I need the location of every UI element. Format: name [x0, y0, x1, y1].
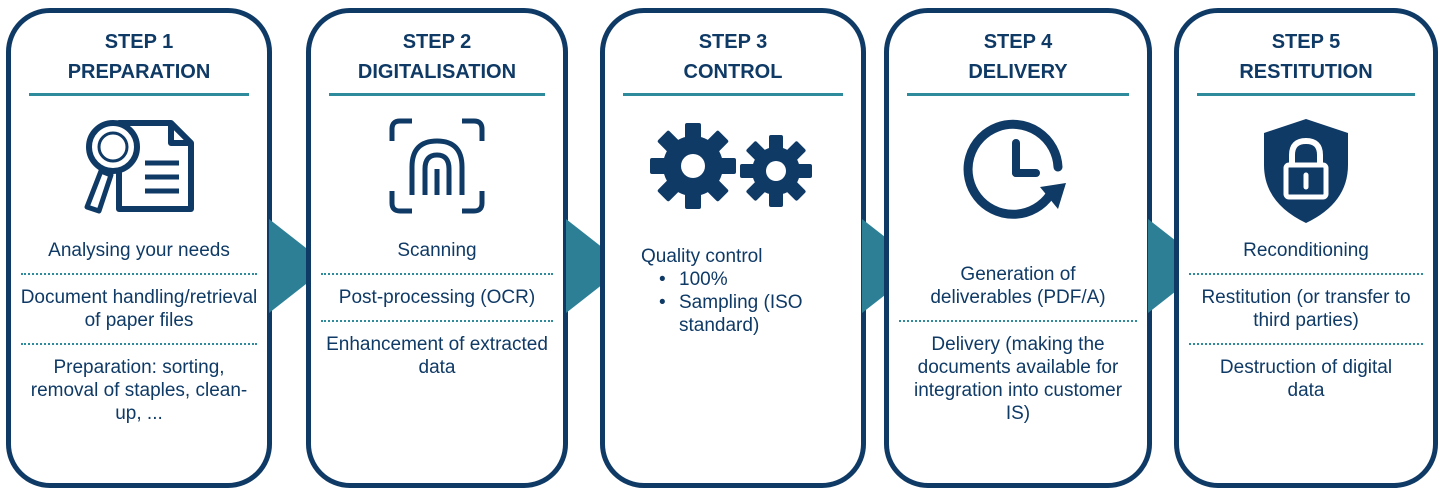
- list-item: Reconditioning: [1243, 240, 1369, 261]
- step-number: STEP 5: [1271, 31, 1341, 53]
- quality-control-block: Quality control 100% Sampling (ISO stand…: [641, 245, 839, 337]
- step-title: PREPARATION: [67, 61, 211, 83]
- quality-control-list: 100% Sampling (ISO standard): [641, 268, 839, 337]
- dotted-divider: [321, 320, 553, 322]
- title-divider: [29, 93, 249, 96]
- step-card-restitution: STEP 5 RESTITUTION Reconditioning Restit…: [1174, 8, 1438, 488]
- quality-control-heading: Quality control: [641, 246, 763, 267]
- step-number: STEP 4: [983, 31, 1053, 53]
- step-2-heading: STEP 2 DIGITALISATION: [311, 27, 563, 87]
- dotted-divider: [899, 320, 1137, 322]
- title-divider: [907, 93, 1129, 96]
- list-item: Preparation: sorting, removal of staples…: [30, 357, 248, 424]
- step-title: RESTITUTION: [1239, 61, 1373, 83]
- scan-fingerprint-icon: [382, 111, 492, 221]
- dotted-divider: [21, 273, 257, 275]
- step-title: DIGITALISATION: [357, 61, 517, 83]
- list-item: Generation of deliverables (PDF/A): [930, 264, 1106, 308]
- list-item: 100%: [657, 268, 839, 291]
- list-item: Analysing your needs: [48, 240, 230, 261]
- gears-icon: [648, 121, 818, 211]
- step-card-digitalisation: STEP 2 DIGITALISATION Scanning Post-proc…: [306, 8, 568, 488]
- step-3-heading: STEP 3 CONTROL: [605, 27, 861, 87]
- step-title: CONTROL: [683, 61, 783, 83]
- title-divider: [623, 93, 843, 96]
- step-card-preparation: STEP 1 PREPARATION Analysing your needs …: [6, 8, 272, 488]
- step-card-control: STEP 3 CONTROL: [600, 8, 866, 488]
- dotted-divider: [21, 343, 257, 345]
- step-title: DELIVERY: [968, 61, 1068, 83]
- step-number: STEP 1: [104, 31, 174, 53]
- step-5-heading: STEP 5 RESTITUTION: [1179, 27, 1433, 87]
- clock-refresh-icon: [958, 117, 1078, 227]
- list-item: Destruction of digital data: [1219, 357, 1393, 401]
- step-4-heading: STEP 4 DELIVERY: [889, 27, 1147, 87]
- arrow-right-icon: [566, 219, 626, 313]
- step-number: STEP 2: [402, 31, 472, 53]
- list-item: Restitution (or transfer to third partie…: [1201, 287, 1411, 331]
- dotted-divider: [321, 273, 553, 275]
- list-item: Sampling (ISO standard): [657, 291, 839, 337]
- list-item: Document handling/retrieval of paper fil…: [20, 287, 258, 331]
- list-item: Post-processing (OCR): [338, 287, 536, 308]
- step-card-delivery: STEP 4 DELIVERY Generation of deliverabl…: [884, 8, 1152, 488]
- list-item: Enhancement of extracted data: [326, 334, 548, 378]
- title-divider: [329, 93, 545, 96]
- step-1-heading: STEP 1 PREPARATION: [11, 27, 267, 87]
- document-magnifier-icon: [79, 111, 199, 221]
- dotted-divider: [1189, 273, 1423, 275]
- dotted-divider: [1189, 343, 1423, 345]
- arrow-right-icon: [269, 219, 329, 313]
- list-item: Delivery (making the documents available…: [913, 334, 1123, 424]
- shield-lock-icon: [1256, 115, 1356, 227]
- step-number: STEP 3: [698, 31, 768, 53]
- list-item: Scanning: [397, 240, 477, 261]
- title-divider: [1197, 93, 1415, 96]
